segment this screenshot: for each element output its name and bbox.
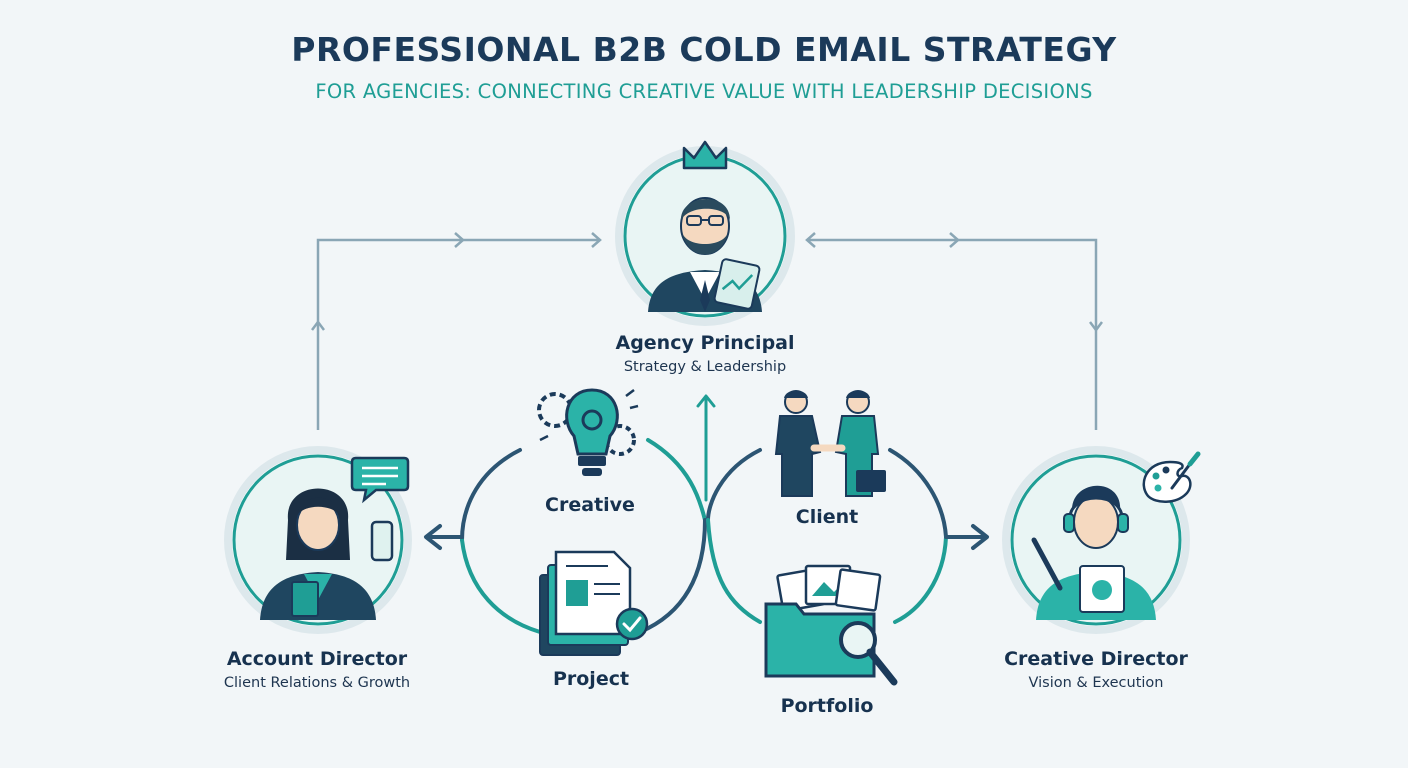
paint-palette-icon: [1142, 451, 1201, 503]
connector-principal-to-creative: [805, 232, 1103, 430]
handshake-icon: [774, 390, 886, 497]
portfolio-folder-icon: [764, 564, 898, 686]
project-documents-icon: [539, 550, 649, 656]
connector-account-to-principal: [311, 232, 602, 430]
concept-creative-label: Creative: [545, 494, 635, 516]
creative-director-name: Creative Director: [1004, 648, 1188, 670]
principal-avatar: [615, 146, 795, 326]
crown-icon: [682, 140, 728, 170]
arrow-up-to-principal: [696, 394, 716, 502]
loop-left: [424, 438, 707, 634]
principal-description: Strategy & Leadership: [623, 359, 787, 375]
account-director-avatar: [224, 446, 412, 634]
lightbulb-gear-icon: [537, 388, 639, 476]
concept-portfolio-label: Portfolio: [780, 695, 874, 717]
creative-director-description: Vision & Execution: [1028, 675, 1164, 691]
account-director-description: Client Relations & Growth: [223, 675, 411, 691]
page-subtitle: FOR AGENCIES: CONNECTING CREATIVE VALUE …: [315, 80, 1093, 103]
principal-name: Agency Principal: [615, 332, 795, 354]
loop-right: [706, 448, 989, 624]
page-title: PROFESSIONAL B2B COLD EMAIL STRATEGY: [291, 30, 1117, 69]
concept-project-label: Project: [552, 668, 630, 690]
chat-bubble-icon: [350, 456, 410, 504]
concept-client-label: Client: [795, 506, 859, 528]
account-director-name: Account Director: [226, 648, 408, 670]
creative-director-avatar: [1002, 446, 1190, 634]
